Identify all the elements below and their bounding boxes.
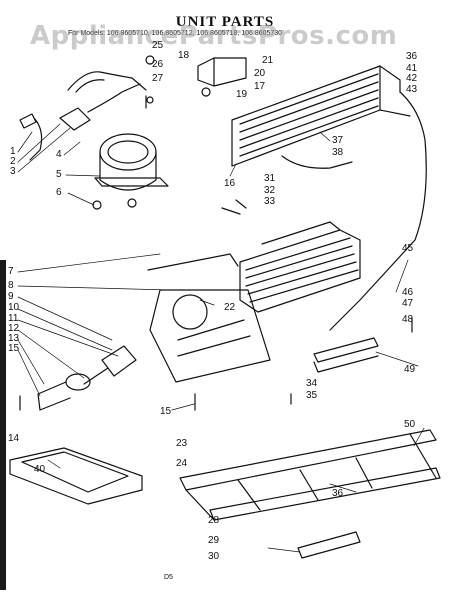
callout-c15a: 15 xyxy=(8,343,20,354)
callout-c35: 35 xyxy=(306,390,318,401)
callout-c21: 21 xyxy=(262,55,274,66)
callout-c42: 42 xyxy=(406,73,418,84)
callout-c49: 49 xyxy=(404,364,416,375)
callout-c50: 50 xyxy=(404,419,416,430)
bottom-rail xyxy=(297,531,361,559)
callout-c9: 9 xyxy=(8,291,14,302)
callout-c23: 23 xyxy=(176,438,188,449)
callout-c34: 34 xyxy=(306,378,318,389)
callout-c5: 5 xyxy=(56,169,62,180)
relay-cord xyxy=(19,83,141,161)
callout-c31: 31 xyxy=(264,173,276,184)
callout-c8: 8 xyxy=(8,280,14,291)
callout-c12: 12 xyxy=(8,323,20,334)
callout-c20: 20 xyxy=(254,68,266,79)
callout-c25: 25 xyxy=(152,40,164,51)
drain-pan xyxy=(9,447,143,505)
callout-c22: 22 xyxy=(224,302,236,313)
callout-c27: 27 xyxy=(152,73,164,84)
callout-c17: 17 xyxy=(254,81,266,92)
callout-c47: 47 xyxy=(402,298,414,309)
callout-c46: 46 xyxy=(402,287,414,298)
callout-c6: 6 xyxy=(56,187,62,198)
bracket xyxy=(313,337,379,373)
callout-c1: 1 xyxy=(10,146,16,157)
watermark: AppliancePartsPros.com xyxy=(30,21,398,51)
callout-c3: 3 xyxy=(10,166,16,177)
callout-c29: 29 xyxy=(208,535,220,546)
screws xyxy=(19,95,413,411)
drier xyxy=(197,57,247,97)
callout-c14: 14 xyxy=(8,433,20,444)
callout-c37: 37 xyxy=(332,135,344,146)
callout-c15b: 15 xyxy=(160,406,172,417)
callout-c41: 41 xyxy=(406,63,418,74)
leader-lines xyxy=(17,123,425,553)
wire-harness xyxy=(67,55,155,104)
callout-c18: 18 xyxy=(178,50,190,61)
callout-c10: 10 xyxy=(8,302,20,313)
callout-c4: 4 xyxy=(56,149,62,160)
base-frame xyxy=(179,429,441,521)
callout-c36b: 36 xyxy=(332,488,344,499)
page-code: D5 xyxy=(164,574,173,581)
callout-c32: 32 xyxy=(264,185,276,196)
callout-c30: 30 xyxy=(208,551,220,562)
condenser-coil xyxy=(231,65,427,331)
callout-c13: 13 xyxy=(8,333,20,344)
callout-labels: 1234567891011121314151516171819202122232… xyxy=(8,40,418,562)
fan-shroud xyxy=(147,253,271,383)
callout-c16: 16 xyxy=(224,178,236,189)
callout-c43: 43 xyxy=(406,84,418,95)
callout-c45: 45 xyxy=(402,243,414,254)
callout-c19: 19 xyxy=(236,89,248,100)
page-title: UNIT PARTS xyxy=(175,14,275,30)
callout-c48: 48 xyxy=(402,314,414,325)
scan-edge xyxy=(0,260,6,590)
fan-motor xyxy=(37,345,137,411)
callout-c24: 24 xyxy=(176,458,188,469)
callout-c33: 33 xyxy=(264,196,276,207)
evaporator-coil xyxy=(221,199,361,313)
callout-c38: 38 xyxy=(332,147,344,158)
callout-c40: 40 xyxy=(34,464,46,475)
compressor xyxy=(92,133,169,210)
callout-c2: 2 xyxy=(10,156,16,167)
callout-c26: 26 xyxy=(152,59,164,70)
callout-c11: 11 xyxy=(8,313,19,324)
callout-c28: 28 xyxy=(208,515,220,526)
callout-c36a: 36 xyxy=(406,51,418,62)
model-list: For Models: 106.8605710, 106.8605712, 10… xyxy=(68,30,283,37)
callout-c7: 7 xyxy=(8,266,14,277)
